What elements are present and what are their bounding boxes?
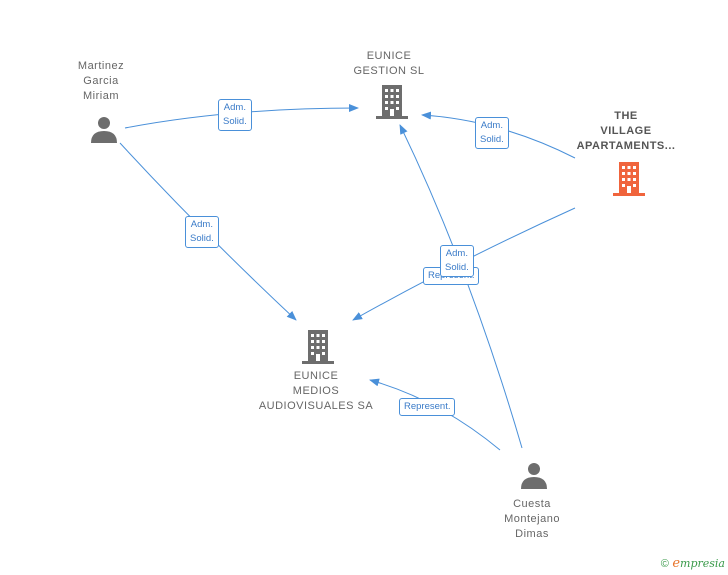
edge-label-adm-solid[interactable]: Adm. Solid. [185, 216, 219, 248]
edge-label-adm-solid[interactable]: Adm. Solid. [218, 99, 252, 131]
building-icon-main[interactable] [613, 162, 645, 196]
node-label-eunice-medios[interactable]: EUNICE MEDIOS AUDIOVISUALES SA [258, 370, 374, 412]
node-label-martinez[interactable]: Martinez Garcia Miriam [77, 60, 125, 102]
node-label-eunice-gestion[interactable]: EUNICE GESTION SL [353, 50, 425, 77]
brand-e: e [672, 556, 681, 571]
node-label-cuesta[interactable]: Cuesta Montejano Dimas [504, 498, 560, 540]
empresia-logo: © empresia [661, 556, 725, 571]
edge-label-represent[interactable]: Represent. [399, 398, 456, 416]
node-label-village[interactable]: THE VILLAGE APARTAMENTS... [576, 110, 676, 152]
building-icon[interactable] [376, 85, 408, 119]
brand-text: mpresia [680, 557, 725, 570]
edge-label-adm-solid[interactable]: Adm. Solid. [475, 117, 509, 149]
copyright-symbol: © [660, 558, 669, 570]
edge-label-adm-solid[interactable]: Adm. Solid. [440, 245, 474, 277]
building-icon[interactable] [302, 330, 334, 364]
person-icon[interactable] [519, 460, 549, 490]
person-icon[interactable] [89, 114, 119, 144]
